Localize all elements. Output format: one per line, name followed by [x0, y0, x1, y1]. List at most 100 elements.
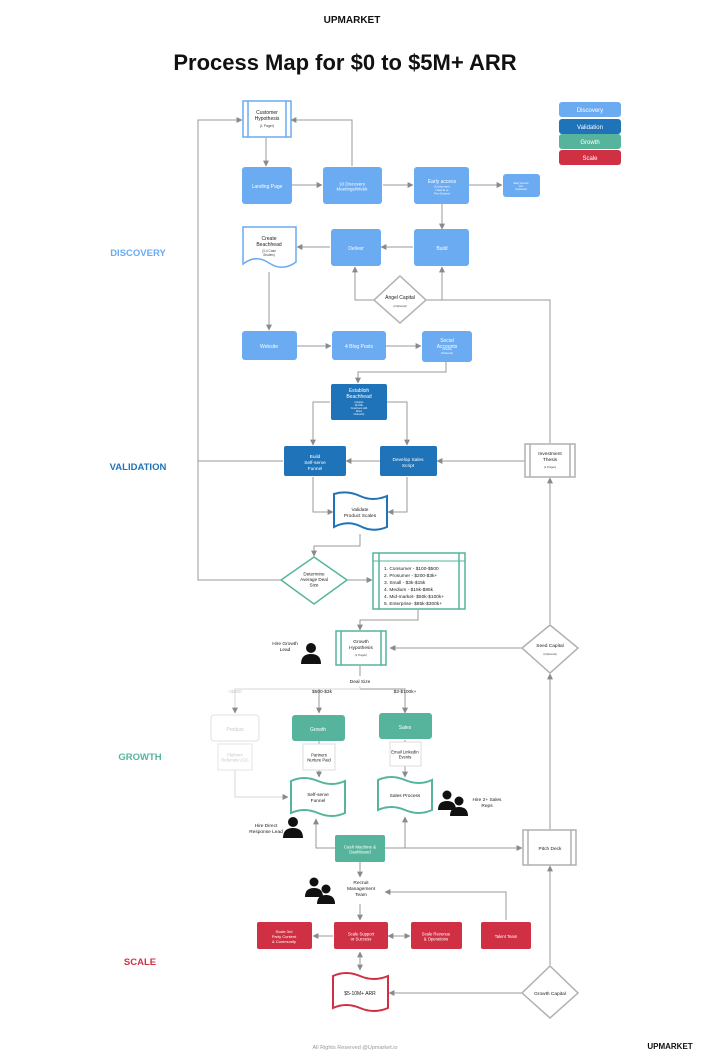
node-growth-capital[interactable]: Growth Capital [520, 964, 580, 1020]
node-growth[interactable]: Growth [292, 715, 345, 741]
talent-team-label: Talent Team [495, 934, 518, 939]
person-icon [301, 643, 321, 664]
node-sales-process[interactable]: Sales Process [377, 776, 433, 814]
legend-growth-swatch [559, 134, 621, 149]
person-icon [283, 817, 303, 838]
node-sales[interactable]: Sales [379, 713, 432, 739]
node-arr-target[interactable]: $5-10M+ ARR [332, 972, 389, 1012]
deliver-label: Deliver [348, 246, 364, 252]
growth-capital-label: Growth Capital [534, 991, 566, 997]
angel-capital-label: Angel Capital [385, 295, 415, 301]
legend-growth-label: Growth [580, 140, 599, 146]
customer-hypothesis-sub: (1 Pager) [260, 124, 275, 128]
arr-target-label: $5-10M+ ARR [344, 991, 376, 997]
stage-label-discovery: DISCOVERY [110, 248, 166, 259]
blog-posts-label: 4 Blog Posts [345, 344, 374, 350]
branch-lt500-label: <$500 [228, 689, 242, 695]
node-deal-size-list[interactable]: 1. Consumer - $100-$500 2. Prosumer - $2… [372, 552, 466, 610]
node-landing-page[interactable]: Landing Page [242, 167, 292, 204]
node-talent-team[interactable]: Talent Team [481, 922, 531, 949]
legend: Discovery Validation Growth Scale [559, 102, 621, 165]
branch-500-3k-label: $500-$3k [312, 689, 333, 695]
deal-list-item-2: 2. Prosumer - $200-$3k+ [384, 573, 437, 579]
node-website[interactable]: Website [242, 331, 297, 360]
deal-list-item-5: 4. Mid-market- $50k-$100k+ [384, 594, 444, 600]
website-label: Website [260, 344, 278, 350]
node-deliver[interactable]: Deliver [331, 229, 381, 266]
footer-brand-logo: UPMARKET [647, 1042, 692, 1051]
legend-validation-swatch [559, 119, 621, 134]
people-icon [438, 790, 468, 816]
scale-revenue-label: Scale Revenue& Operations [422, 931, 451, 941]
legend-scale-label: Scale [582, 156, 598, 162]
legend-scale-swatch [559, 150, 621, 165]
early-access-label: Early access [428, 179, 457, 185]
node-scale-revenue[interactable]: Scale Revenue& Operations [411, 922, 462, 949]
investment-thesis-sub: (1 Pager) [544, 465, 557, 469]
node-cash-machine[interactable]: Cash Machine &Dashboard [335, 835, 385, 862]
angel-capital-sub: (Optional) [393, 304, 406, 308]
cash-machine-label: Cash Machine &Dashboard [344, 844, 376, 854]
node-seed-capital[interactable]: Seed Capital (Optional) [520, 624, 580, 675]
build-label: Build [436, 246, 447, 252]
page-title: Process Map for $0 to $5M+ ARR [173, 50, 516, 75]
branch-3k-100k-label: $3-$100k+ [394, 689, 417, 695]
growth-label: Growth [310, 727, 326, 733]
node-build[interactable]: Build [414, 229, 469, 266]
growth-hypothesis-sub: (1 Pager) [355, 653, 368, 657]
node-blog-posts[interactable]: 4 Blog Posts [332, 331, 386, 360]
deal-list-item-1: 1. Consumer - $100-$500 [384, 566, 439, 572]
node-product[interactable]: Product [210, 714, 260, 742]
legend-discovery-swatch [559, 102, 621, 117]
legend-discovery-label: Discovery [577, 108, 603, 114]
node-angel-capital[interactable]: Angel Capital (Optional) [372, 274, 428, 325]
legend-validation-label: Validation [577, 125, 603, 131]
node-pitch-deck[interactable]: Pitch Deck [522, 829, 577, 866]
sales-label: Sales [399, 725, 412, 731]
